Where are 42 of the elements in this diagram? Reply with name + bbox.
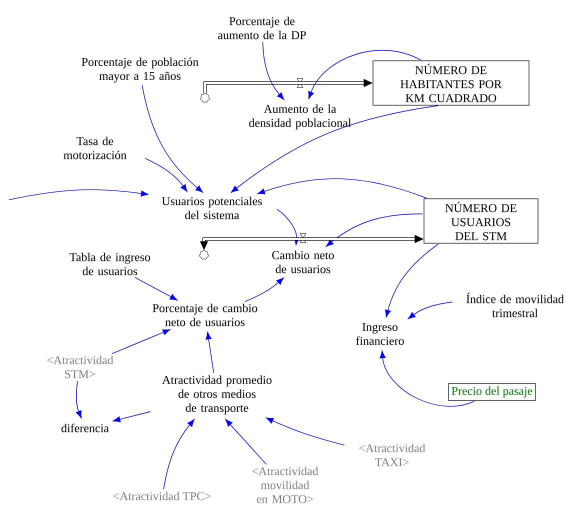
variable-label: <Atractividad STM> bbox=[47, 356, 114, 378]
flow-label: Aumento de la densidad poblacional bbox=[249, 104, 352, 130]
stock-box: NÚMERO DE USUARIOS DEL STM bbox=[424, 198, 538, 244]
arrow bbox=[380, 350, 475, 406]
arrow bbox=[244, 278, 284, 302]
variable-label: Índice de movilidad trimestral bbox=[466, 292, 564, 318]
variable-label: Ingreso financiero bbox=[356, 323, 404, 345]
arrow bbox=[206, 332, 214, 374]
arrow bbox=[262, 42, 284, 100]
arrow bbox=[8, 189, 148, 200]
arrow bbox=[308, 50, 421, 100]
arrow bbox=[266, 418, 345, 446]
arrow bbox=[326, 214, 424, 247]
variable-label: <Atractividad TPC> bbox=[113, 492, 211, 500]
arrow bbox=[225, 419, 267, 465]
arrow bbox=[76, 380, 82, 418]
constant-box: Precio del pasaje bbox=[448, 383, 536, 401]
arrow bbox=[408, 302, 453, 319]
arrow bbox=[230, 105, 438, 193]
arrow bbox=[144, 158, 188, 192]
arrow bbox=[134, 277, 178, 300]
flow-label: Cambio neto de usuarios bbox=[272, 250, 334, 274]
arrow bbox=[163, 419, 194, 490]
cloud-symbol bbox=[199, 250, 209, 260]
variable-label: Porcentaje de aumento de la DP bbox=[218, 16, 306, 40]
variable-label: Atractividad promedio de otros medios de transporte bbox=[162, 376, 272, 414]
arrow bbox=[142, 84, 203, 193]
variable-label: <Atractividad movilidad en MOTO> bbox=[252, 466, 318, 504]
variable-label: diferencia bbox=[61, 424, 109, 432]
variable-label: Usuarios potenciales del sistema bbox=[162, 196, 262, 220]
arrow bbox=[276, 208, 300, 245]
arrow bbox=[257, 178, 427, 198]
arrow bbox=[112, 411, 151, 422]
variable-label: Tabla de ingreso de usuarios bbox=[70, 252, 150, 276]
arrow bbox=[385, 244, 439, 318]
arrow bbox=[112, 329, 170, 354]
stock-box: NÚMERO DE HABITANTES POR KM CUADRADO bbox=[372, 60, 530, 106]
variable-label: Porcentaje de población mayor a 15 años bbox=[82, 58, 198, 82]
variable-label: Porcentaje de cambio neto de usuarios bbox=[152, 304, 258, 326]
variable-label: <Atractividad TAXI> bbox=[359, 444, 426, 466]
cloud-symbol bbox=[200, 93, 210, 102]
variable-label: Tasa de motorización bbox=[64, 136, 126, 160]
